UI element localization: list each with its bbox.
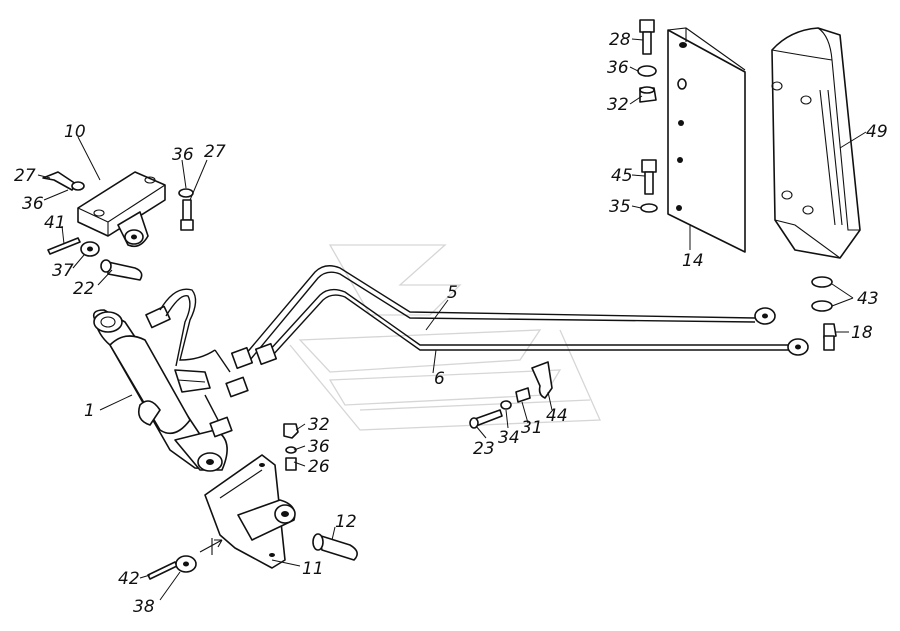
callout-32-bottom: 32 bbox=[308, 415, 330, 435]
callout-37: 37 bbox=[52, 261, 74, 281]
fasteners-plate bbox=[637, 19, 658, 213]
callout-1: 1 bbox=[84, 401, 95, 421]
hydraulic-cylinder bbox=[92, 309, 228, 472]
callout-31: 31 bbox=[521, 418, 543, 438]
callout-12: 12 bbox=[335, 512, 357, 532]
callout-36-lower: 36 bbox=[308, 437, 330, 457]
callout-6: 6 bbox=[434, 369, 445, 389]
plate-14 bbox=[667, 27, 746, 253]
callout-10: 10 bbox=[64, 122, 86, 142]
callout-11: 11 bbox=[302, 559, 324, 579]
callout-35: 35 bbox=[609, 197, 631, 217]
pin-12 bbox=[312, 533, 358, 561]
callout-38: 38 bbox=[133, 597, 155, 617]
callout-14: 14 bbox=[682, 251, 704, 271]
callout-28: 28 bbox=[609, 30, 631, 50]
callout-23: 23 bbox=[473, 439, 495, 459]
bracket-11 bbox=[204, 454, 296, 569]
leader-lines bbox=[37, 38, 867, 601]
callout-26: 26 bbox=[308, 457, 330, 477]
callout-36-plate: 36 bbox=[607, 58, 629, 78]
bracket-10 bbox=[77, 171, 166, 248]
callout-44: 44 bbox=[546, 406, 568, 426]
callout-5: 5 bbox=[447, 283, 458, 303]
callout-27-left: 27 bbox=[14, 166, 36, 186]
callout-32-top: 32 bbox=[607, 95, 629, 115]
bolts-and-washers-bracket bbox=[42, 171, 194, 231]
callout-27-right: 27 bbox=[204, 142, 226, 162]
callout-labels: 1 5 6 10 11 12 14 18 22 23 26 27 27 28 3… bbox=[14, 30, 888, 617]
pin-assembly-38 bbox=[147, 538, 223, 580]
callout-34: 34 bbox=[498, 428, 520, 448]
fasteners-clip-44 bbox=[469, 361, 553, 429]
callout-42: 42 bbox=[118, 569, 140, 589]
cylinder-fittings bbox=[145, 288, 249, 438]
cover-49 bbox=[771, 27, 861, 259]
callout-41: 41 bbox=[44, 213, 66, 233]
pin-assembly-22 bbox=[47, 237, 143, 281]
callout-36-bracket: 36 bbox=[172, 145, 194, 165]
fasteners-lower-left bbox=[283, 423, 299, 471]
callout-43: 43 bbox=[857, 289, 879, 309]
callout-45: 45 bbox=[611, 166, 633, 186]
pipes bbox=[230, 265, 809, 370]
callout-22: 22 bbox=[73, 279, 95, 299]
fasteners-cover bbox=[811, 276, 837, 351]
callout-36-left: 36 bbox=[22, 194, 44, 214]
callout-18: 18 bbox=[851, 323, 873, 343]
callout-49: 49 bbox=[866, 122, 888, 142]
